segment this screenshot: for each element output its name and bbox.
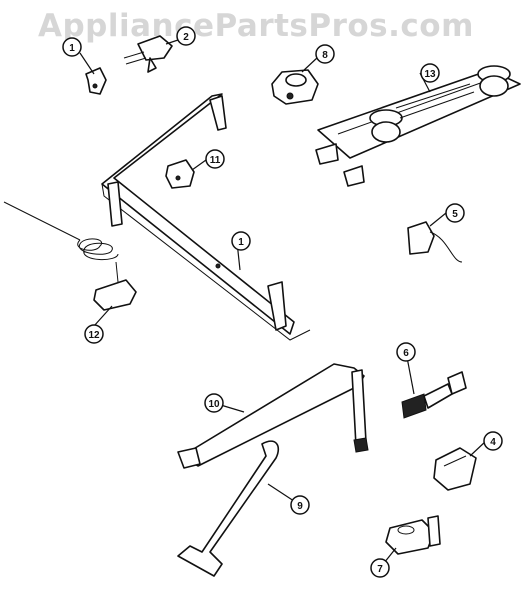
- part-10-bracket: [177, 363, 369, 469]
- watermark: AppliancePartsPros.com: [38, 8, 474, 44]
- callout-3: 1: [62, 37, 82, 57]
- part-5-clip: [407, 221, 463, 263]
- callout-13: 13: [420, 63, 440, 83]
- callout-1-label: 1: [238, 237, 244, 248]
- part-2-connector: [123, 35, 173, 73]
- callout-2: 2: [176, 26, 196, 46]
- callout-3-label: 1: [69, 43, 75, 54]
- callout-7: 7: [370, 558, 390, 578]
- callout-2-label: 2: [183, 32, 189, 43]
- part-6-igniter: [401, 371, 467, 419]
- part-3-bracket: [85, 67, 107, 95]
- callout-10: 10: [204, 393, 224, 413]
- callout-10-label: 10: [208, 399, 220, 410]
- part-9-tube: [177, 440, 280, 577]
- callout-11-label: 11: [210, 155, 221, 166]
- callout-5-label: 5: [452, 209, 458, 220]
- callout-8: 8: [315, 44, 335, 64]
- callout-6-label: 6: [403, 348, 409, 359]
- part-4-switch: [433, 447, 477, 491]
- part-12-thermostat: [3, 201, 137, 311]
- callout-13-label: 13: [424, 69, 436, 80]
- part-8-valve: [271, 69, 319, 105]
- callout-6: 6: [396, 342, 416, 362]
- part-1-manifold: [101, 93, 311, 341]
- callout-4-label: 4: [490, 437, 496, 448]
- callout-12: 12: [84, 324, 104, 344]
- callout-9: 9: [290, 495, 310, 515]
- callout-12-label: 12: [88, 330, 100, 341]
- callout-5: 5: [445, 203, 465, 223]
- part-11-switch: [165, 159, 195, 189]
- part-13-burner-assembly: [315, 65, 521, 187]
- callout-9-label: 9: [297, 501, 303, 512]
- callout-1: 1: [231, 231, 251, 251]
- callout-7-label: 7: [377, 564, 383, 575]
- part-7-module: [385, 515, 441, 555]
- callout-4: 4: [483, 431, 503, 451]
- callout-8-label: 8: [322, 50, 328, 61]
- callout-11: 11: [205, 149, 225, 169]
